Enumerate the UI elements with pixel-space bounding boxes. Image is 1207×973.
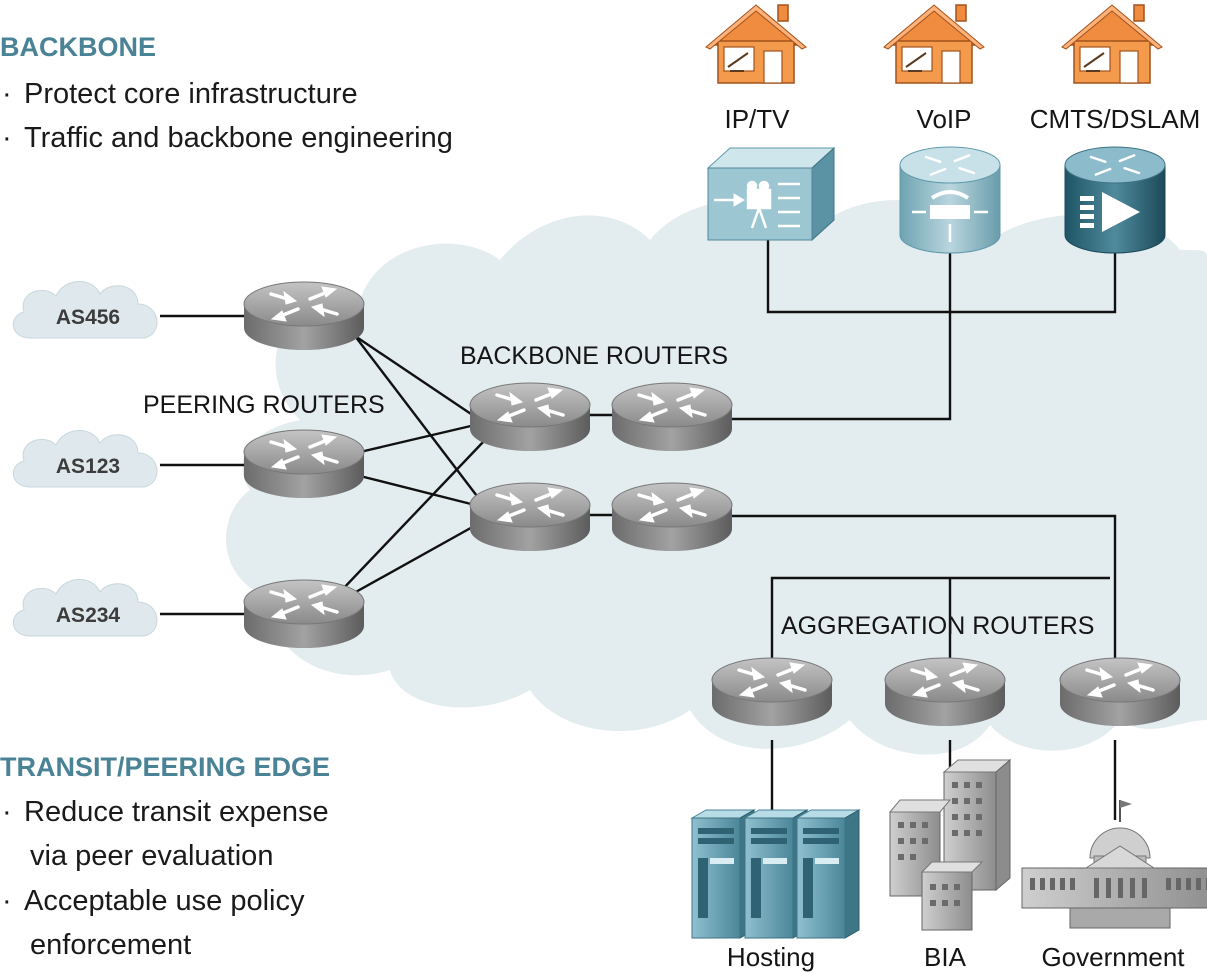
backbone-title: BACKBONE bbox=[0, 32, 156, 62]
backbone-bullet-1: Protect core infrastructure bbox=[24, 78, 358, 110]
as-cloud-label: AS234 bbox=[56, 604, 121, 627]
backbone-router bbox=[468, 381, 592, 453]
peering-router bbox=[242, 280, 366, 352]
backbone-router bbox=[610, 381, 734, 453]
as-cloud-label: AS123 bbox=[56, 455, 120, 478]
customer-label: BIA bbox=[924, 942, 967, 972]
transit-bullet-marker: · bbox=[2, 885, 12, 917]
transit-title: TRANSIT/PEERING EDGE bbox=[0, 752, 330, 782]
government-building-icon bbox=[1021, 800, 1207, 929]
voip-gateway-icon bbox=[899, 146, 1001, 254]
service-label: VoIP bbox=[917, 104, 972, 134]
transit-bullet-1-line-2: via peer evaluation bbox=[30, 840, 273, 872]
peering-router bbox=[242, 428, 366, 500]
house-icon bbox=[1061, 4, 1163, 84]
backbone-bullet-2: Traffic and backbone engineering bbox=[24, 122, 453, 154]
transit-bullet-2-line-1: Acceptable use policy bbox=[24, 885, 305, 917]
peering-router bbox=[242, 578, 366, 650]
aggregation-routers-label: AGGREGATION ROUTERS bbox=[781, 612, 1094, 640]
office-buildings-icon bbox=[888, 758, 1012, 931]
house-icon bbox=[705, 4, 807, 84]
aggregation-router bbox=[1058, 656, 1182, 728]
aggregation-router bbox=[883, 656, 1007, 728]
backbone-router bbox=[468, 481, 592, 553]
network-cloud bbox=[226, 199, 1207, 755]
as-cloud-label: AS456 bbox=[56, 306, 120, 329]
backbone-routers-label: BACKBONE ROUTERS bbox=[460, 342, 728, 370]
transit-bullet-1-line-1: Reduce transit expense bbox=[24, 796, 329, 828]
backbone-bullet-marker: · bbox=[2, 122, 12, 154]
service-label: IP/TV bbox=[724, 104, 790, 134]
backbone-bullet-marker: · bbox=[2, 78, 12, 110]
video-server-icon bbox=[706, 146, 836, 242]
peering-routers-label: PEERING ROUTERS bbox=[143, 391, 385, 419]
hosting-servers-icon bbox=[691, 809, 860, 939]
customer-label: Government bbox=[1041, 942, 1185, 972]
cmts-dslam-icon bbox=[1064, 146, 1166, 254]
transit-bullet-marker: · bbox=[2, 796, 12, 828]
aggregation-router bbox=[710, 656, 834, 728]
backbone-router bbox=[610, 481, 734, 553]
service-label: CMTS/DSLAM bbox=[1030, 104, 1200, 134]
links bbox=[160, 240, 1117, 820]
house-icon bbox=[883, 4, 985, 84]
customer-label: Hosting bbox=[727, 942, 815, 972]
transit-bullet-2-line-2: enforcement bbox=[30, 929, 191, 961]
